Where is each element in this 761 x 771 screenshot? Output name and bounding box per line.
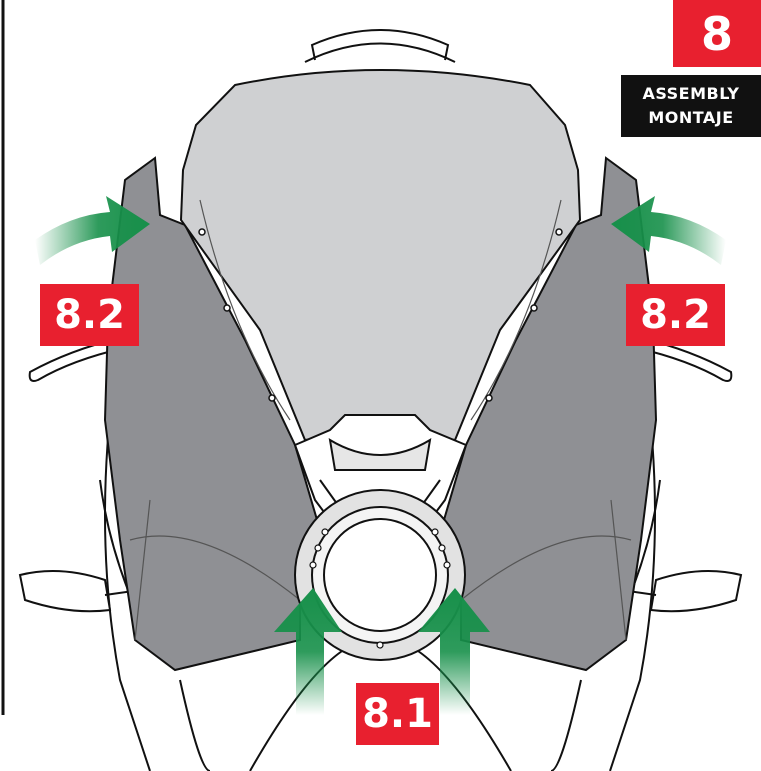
step-title-badge: ASSEMBLY MONTAJE — [621, 75, 761, 137]
callout-left: 8.2 — [40, 284, 139, 346]
step-number-badge: 8 — [673, 0, 761, 67]
right-mirror — [621, 571, 741, 611]
left-mirror — [20, 571, 140, 611]
callout-right: 8.2 — [626, 284, 725, 346]
step-title-english: ASSEMBLY — [642, 82, 739, 106]
callout-bottom: 8.1 — [356, 683, 439, 745]
step-title-spanish: MONTAJE — [648, 106, 733, 130]
